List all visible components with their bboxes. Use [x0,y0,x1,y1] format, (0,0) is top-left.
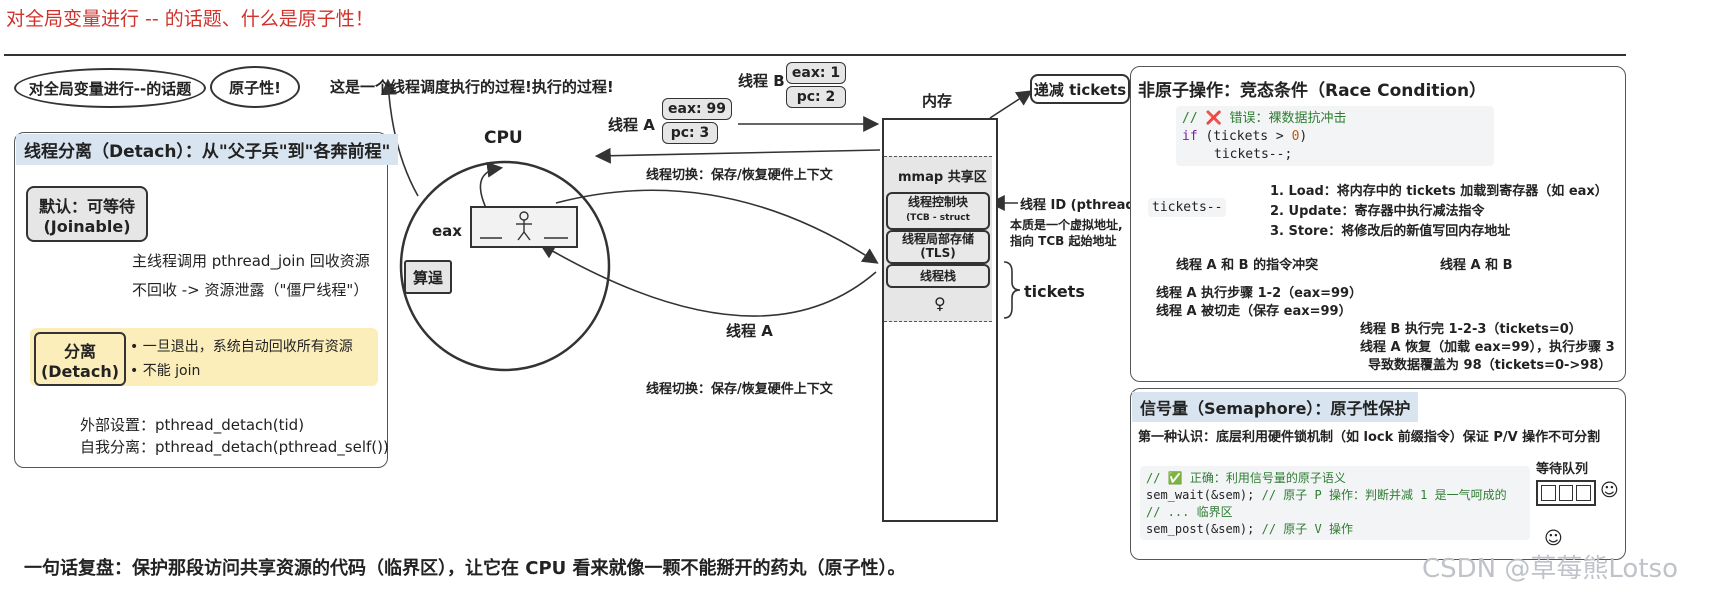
detach-box: 分离 (Detach) [34,332,126,386]
ext-set-note: 外部设置：pthread_detach(tid) [80,416,305,434]
semaphore-header: 信号量（Semaphore）：原子性保护 [1132,392,1419,422]
tls-line1: 线程局部存储 [901,232,974,246]
detach-header: 线程分离（Detach）：从"父子兵"到"各奔前程" [16,134,399,165]
thread-a-label: 线程 A [608,116,655,134]
step-3: 3. Store：将修改后的新值写回内存地址 [1270,224,1511,239]
page-title: 对全局变量进行 -- 的话题、什么是原子性！ [6,8,374,30]
tcb-line1: 线程控制块 [907,195,968,209]
tickets-label: tickets [1024,282,1085,301]
tickets-dec-label: tickets-- [1148,198,1227,217]
detach-bullet-1: • 一旦退出，系统自动回收所有资源 [130,339,353,355]
detach-line1: 分离 [63,341,96,361]
race-code-if: if (tickets > 0) [1182,129,1308,144]
memory-label: 内存 [922,92,953,110]
thread-a-mid-label: 线程 A [726,322,773,340]
thread-a-pc: pc: 3 [662,122,718,144]
cpu-curl-arrow [479,161,504,209]
semaphore-insight: 第一种认识：底层利用硬件锁机制（如 lock 前缀指令）保证 P/V 操作不可分… [1138,430,1601,445]
leaving-thread-icon: ☺ [1544,528,1563,549]
a-resume-note: 线程 A 恢复（加载 eax=99），执行步骤 3 [1360,340,1615,355]
tls-line2: (TLS) [920,246,956,260]
step-2: 2. Update：寄存器中执行减法指令 [1270,204,1485,219]
stick-figure-icon [480,211,568,241]
detach-line2: (Detach) [40,361,120,381]
tickets-brace [1003,261,1021,319]
conflict-label: 线程 A 和 B 的指令冲突 [1176,258,1319,273]
scheduling-note: 这是一个线程调度执行的过程!执行的过程! [330,78,614,96]
leak-note: 不回收 -> 资源泄露（"僵尸线程"） [132,281,369,299]
sem-code-comment: // ✅ 正确：利用信号量的原子语义 [1146,471,1346,485]
watermark: CSDN @草莓熊Lotso [1422,554,1678,584]
eax-label: eax [432,222,462,240]
sem-post-line: sem_post(&sem); // 原子 V 操作 [1146,522,1353,536]
joinable-line1: 默认：可等待 [38,196,135,216]
a-exec-note: 线程 A 执行步骤 1-2（eax=99） [1156,286,1363,301]
wait-queue-icon [1536,480,1596,506]
cpu-to-memory-arc [555,189,879,264]
join-note: 主线程调用 pthread_join 回收资源 [132,252,370,270]
dec-tickets-arrow [989,90,1033,119]
stack-figure-icon: ♀ [934,294,946,313]
a-cut-note: 线程 A 被切走（保存 eax=99） [1156,304,1352,319]
summary-line: 一句话复盘：保护那段访问共享资源的代码（临界区），让它在 CPU 看来就像一颗不… [24,558,906,579]
joinable-box: 默认：可等待 (Joinable) [26,186,148,242]
switch-bottom-note: 线程切换：保存/恢复硬件上下文 [646,382,833,397]
stack-box: 线程栈 [886,264,990,288]
step-1: 1. Load：将内存中的 tickets 加载到寄存器（如 eax） [1270,184,1608,199]
thread-a-eax: eax: 99 [662,98,732,120]
detach-bullet-2: • 不能 join [130,363,201,379]
memory-to-cpu-arc [539,243,877,317]
alu-box: 算逞 [404,260,452,294]
tcb-box: 线程控制块 (TCB - struct pthread) [886,192,990,239]
b-done-note: 线程 B 执行完 1-2-3（tickets=0） [1360,322,1582,337]
semaphore-code-block: // ✅ 正确：利用信号量的原子语义 sem_wait(&sem); // 原子… [1140,466,1530,540]
thread-b-eax: eax: 1 [786,62,846,84]
race-code-dec: tickets--; [1214,147,1293,162]
atomic-bubble: 原子性! [210,66,300,108]
ab-label: 线程 A 和 B [1440,258,1513,273]
diagram-frame [4,54,1626,590]
tls-box: 线程局部存储 (TLS) [886,230,990,264]
joinable-line2: (Joinable) [43,216,131,236]
switch-top-note: 线程切换：保存/恢复硬件上下文 [646,168,833,183]
overwrite-note: 导致数据覆盖为 98（tickets=0->98） [1368,358,1612,373]
race-header: 非原子操作：竞态条件（Race Condition） [1138,81,1487,101]
race-code-comment: // ❌ 错误：裸数据抗冲击 [1182,111,1347,126]
addr-note-1: 本质是一个虚拟地址, [1010,218,1123,232]
cpu-label: CPU [484,128,523,148]
race-code-block: // ❌ 错误：裸数据抗冲击 if (tickets > 0) tickets-… [1176,106,1494,166]
queue-label: 等待队列 [1536,462,1589,477]
thread-b-label: 线程 B [738,72,785,90]
dec-tickets-box: 递减 tickets [1030,74,1130,104]
topic-bubble: 对全局变量进行--的话题 [14,68,206,108]
switch-top-arrow [594,147,881,164]
cpu-circle [399,160,611,372]
self-set-note: 自我分离：pthread_detach(pthread_self()) [80,438,389,456]
thread-b-pc: pc: 2 [786,86,846,108]
sem-critical-line: // ... 临界区 [1146,505,1233,519]
addr-note-2: 指向 TCB 起始地址 [1010,234,1117,248]
waiting-thread-icon: ☺ [1600,480,1619,501]
thread-id-label: 线程 ID (pthread_t) [1020,198,1154,213]
eax-register [470,206,578,248]
mmap-label: mmap 共享区 [898,170,987,185]
sem-wait-line: sem_wait(&sem); // 原子 P 操作：判断并减 1 是一气呵成的 [1146,488,1507,502]
